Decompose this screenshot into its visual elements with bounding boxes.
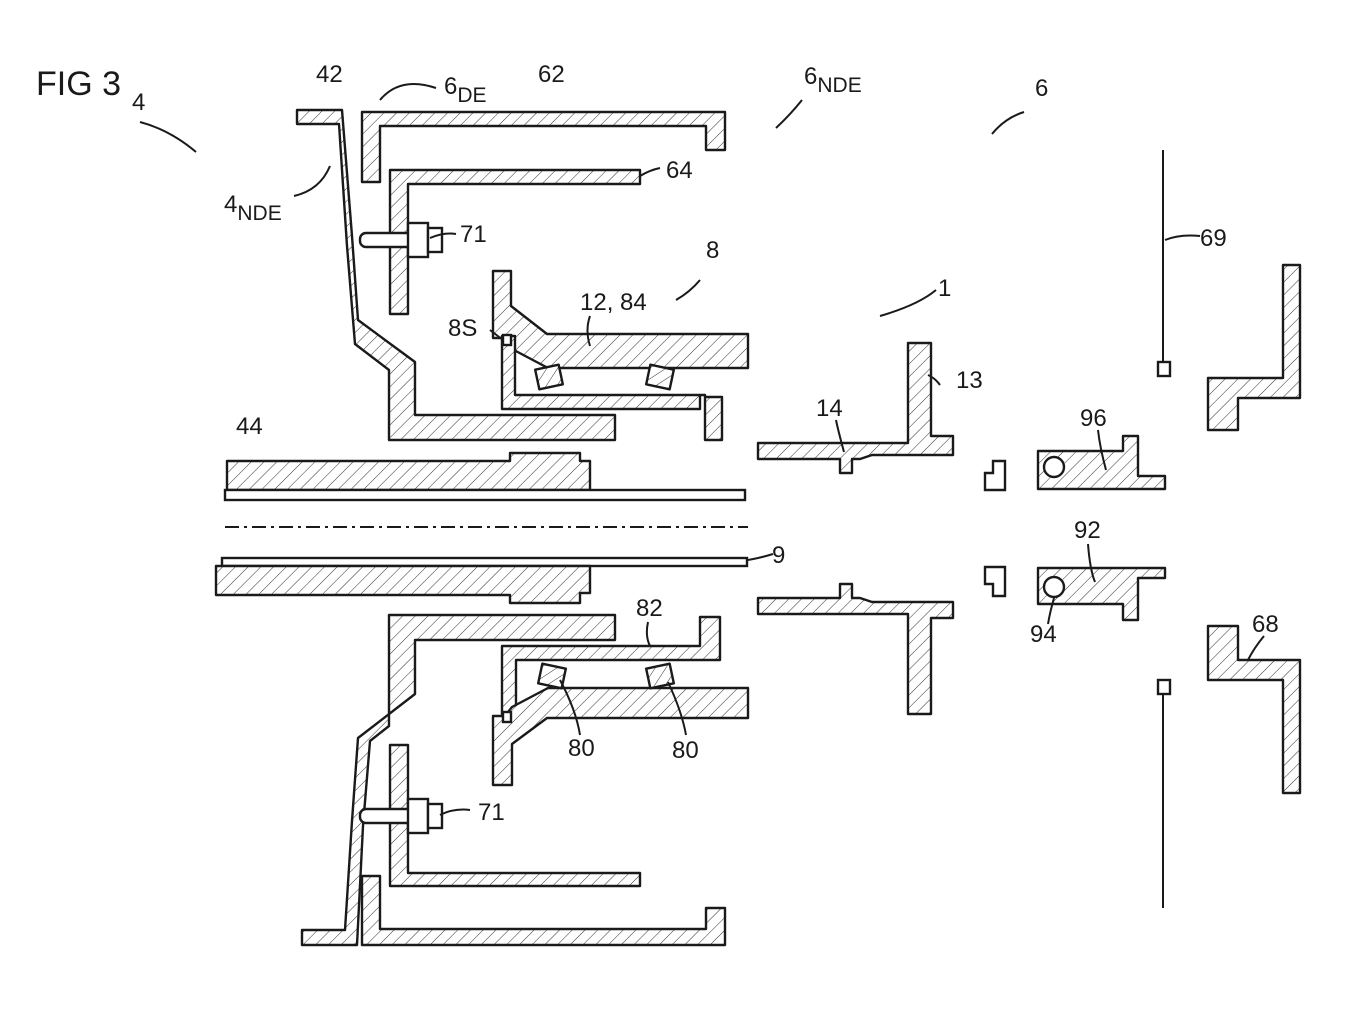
housing-flange-42: [297, 110, 615, 440]
label-8: 8: [706, 237, 719, 264]
shaft-44-upper: [227, 453, 590, 490]
label-4: 4: [132, 89, 145, 116]
label-92: 92: [1074, 517, 1101, 544]
roller-80-upper-a: [535, 365, 563, 390]
label-94: 94: [1030, 621, 1057, 648]
label-44: 44: [236, 413, 263, 440]
label-71-top: 71: [460, 221, 487, 248]
label-9: 9: [772, 542, 785, 569]
label-42: 42: [316, 61, 343, 88]
label-13: 13: [956, 367, 983, 394]
label-82: 82: [636, 595, 663, 622]
bearing-housing-12-84: [493, 271, 748, 368]
label-8s: 8S: [448, 315, 477, 342]
label-1: 1: [938, 275, 951, 302]
label-12-84: 12, 84: [580, 289, 647, 316]
label-64: 64: [666, 157, 693, 184]
rotor-hub-13-lower: [758, 584, 953, 714]
seal-8s-lower: [503, 712, 511, 722]
shaft-44-lower: [216, 566, 590, 603]
upper-assembly: [225, 110, 1300, 500]
roller-80-upper-b: [646, 365, 674, 390]
label-62: 62: [538, 61, 565, 88]
seal-8s-upper: [503, 335, 511, 345]
step-part-upper: [985, 461, 1005, 490]
label-14: 14: [816, 395, 843, 422]
label-71-bottom: 71: [478, 799, 505, 826]
lower-assembly: [216, 558, 1300, 945]
rotor-hub-13-upper: [758, 343, 953, 473]
label-4nde: 4NDE: [224, 191, 282, 225]
label-68: 68: [1252, 611, 1279, 638]
label-80-a: 80: [568, 735, 595, 762]
label-6de: 6DE: [444, 73, 487, 107]
label-6nde: 6NDE: [804, 63, 862, 97]
marker-69-upper: [1158, 362, 1170, 376]
housing-flange-lower: [302, 615, 615, 945]
label-69: 69: [1200, 225, 1227, 252]
encoder-96: [1038, 436, 1165, 489]
label-6: 6: [1035, 75, 1048, 102]
label-80-b: 80: [672, 737, 699, 764]
encoder-92-94: [1038, 568, 1165, 620]
label-96: 96: [1080, 405, 1107, 432]
figure-title: FIG 3: [36, 65, 121, 103]
marker-69-lower: [1158, 680, 1170, 694]
lever-68-upper: [1208, 265, 1300, 430]
shaft-9-upper: [225, 490, 745, 500]
step-part-lower: [985, 567, 1005, 596]
bearing-housing-lower: [493, 688, 748, 785]
